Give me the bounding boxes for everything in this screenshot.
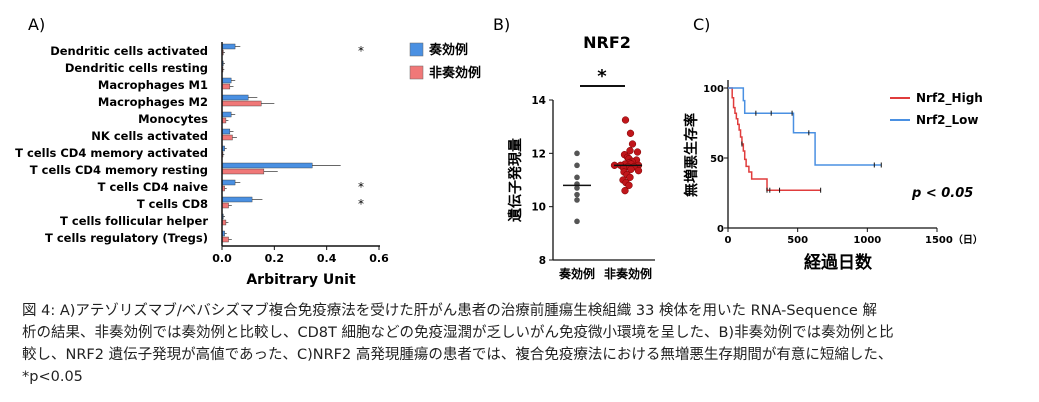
- panel-label: A): [28, 15, 45, 34]
- x-tick-label: 0.4: [317, 252, 337, 265]
- legend-label: 非奏効例: [429, 65, 481, 81]
- data-point: [574, 191, 580, 198]
- figure-caption: 図 4: A)アテゾリズマブ/ベバシズマブ複合免疫療法を受けた肝がん患者の治療前…: [22, 300, 1022, 388]
- bar-non-responder: [221, 236, 229, 243]
- panel-label: B): [493, 15, 510, 34]
- survival-curve-nrf2_high: [728, 87, 821, 191]
- caption-line: 析の結果、非奏効例では奏効例と比較し、CD8T 細胞などの免疫湿潤が乏しいがん免…: [22, 325, 894, 341]
- panel-label: C): [693, 15, 710, 34]
- significance-marker: *: [597, 66, 607, 87]
- y-axis-label: 遺伝子発現量: [507, 138, 524, 222]
- data-point: [621, 187, 629, 195]
- x-category-label: 非奏効例: [604, 266, 652, 281]
- figure: A) Dendritic cells activated * Dendritic ce…: [15, 15, 983, 288]
- y-tick-label: 50: [710, 154, 724, 165]
- data-point: [626, 129, 635, 137]
- category-label: T cells CD8: [137, 197, 208, 211]
- y-axis-label: 無増悪生存率: [683, 113, 700, 197]
- survival-curve-nrf2_low: [728, 87, 882, 166]
- bar-non-responder: [221, 202, 229, 209]
- y-tick-label: 100: [703, 84, 724, 95]
- legend-swatch: [409, 42, 424, 57]
- x-axis-label: 経過日数: [804, 252, 873, 273]
- y-tick-label: 14: [531, 95, 546, 107]
- chart-title: NRF2: [583, 33, 631, 52]
- caption-line: 較し、NRF2 遺伝子発現が高値であった、C)NRF2 高発現腫瘍の患者では、複…: [22, 347, 893, 363]
- data-point: [621, 116, 630, 124]
- x-tick-label: 0: [725, 235, 732, 246]
- category-label: Macrophages M2: [98, 95, 208, 109]
- data-point: [628, 140, 637, 148]
- category-label: T cells CD4 memory resting: [30, 163, 208, 177]
- x-tick-label: 0.6: [369, 252, 389, 265]
- x-category-label: 奏効例: [558, 266, 595, 281]
- bar-responder: [221, 43, 236, 50]
- y-tick-label: 8: [539, 255, 546, 267]
- significance-marker: *: [358, 197, 364, 211]
- data-point: [634, 167, 643, 175]
- significance-marker: *: [358, 44, 364, 58]
- legend-label: Nrf2_Low: [916, 113, 979, 128]
- data-point: [574, 197, 580, 203]
- bar-responder: [221, 196, 253, 203]
- legend-label: Nrf2_High: [916, 91, 983, 106]
- bar-responder: [221, 179, 236, 186]
- data-point: [626, 147, 634, 155]
- x-tick-label: 1000: [853, 235, 881, 246]
- category-label: Dendritic cells activated: [50, 44, 208, 58]
- data-point: [574, 162, 580, 169]
- x-tick-label: 0.0: [212, 252, 232, 265]
- bar-non-responder: [221, 100, 262, 107]
- category-label: NK cells activated: [91, 129, 208, 143]
- category-label: Macrophages M1: [98, 78, 208, 92]
- data-point: [626, 173, 634, 181]
- data-point: [574, 174, 580, 181]
- y-tick-label: 0: [717, 224, 724, 235]
- category-label: T cells follicular helper: [60, 214, 208, 228]
- data-point: [625, 181, 633, 189]
- x-tick-label: 0.2: [265, 252, 285, 265]
- x-tick-label: 500: [787, 235, 808, 246]
- bar-responder: [221, 111, 232, 118]
- significance-marker: *: [358, 180, 364, 194]
- category-label: T cells regulatory (Tregs): [45, 231, 208, 245]
- legend-label: 奏効例: [428, 42, 468, 58]
- category-label: Monocytes: [138, 112, 208, 126]
- bar-non-responder: [221, 134, 233, 141]
- bar-non-responder: [221, 168, 265, 175]
- caption-line: *p<0.05: [22, 369, 83, 385]
- y-tick-label: 12: [531, 148, 546, 160]
- caption-line: 図 4: A)アテゾリズマブ/ベバシズマブ複合免疫療法を受けた肝がん患者の治療前…: [22, 303, 877, 319]
- bar-responder: [221, 77, 232, 84]
- p-value-annotation: p < 0.05: [911, 186, 973, 201]
- bar-responder: [221, 94, 249, 101]
- x-axis-label: Arbitrary Unit: [246, 272, 356, 288]
- category-label: Dendritic cells resting: [65, 61, 208, 75]
- data-point: [574, 185, 580, 191]
- x-tick-label: 1500（日）: [925, 233, 983, 246]
- data-point: [574, 218, 580, 225]
- category-label: T cells CD4 memory activated: [15, 146, 208, 160]
- legend-swatch: [409, 65, 424, 80]
- data-point: [633, 148, 642, 156]
- category-label: T cells CD4 naive: [98, 180, 209, 194]
- bar-responder: [221, 128, 231, 135]
- data-point: [574, 150, 580, 157]
- bar-responder: [221, 162, 313, 169]
- y-tick-label: 10: [531, 202, 546, 214]
- bar-non-responder: [221, 83, 231, 90]
